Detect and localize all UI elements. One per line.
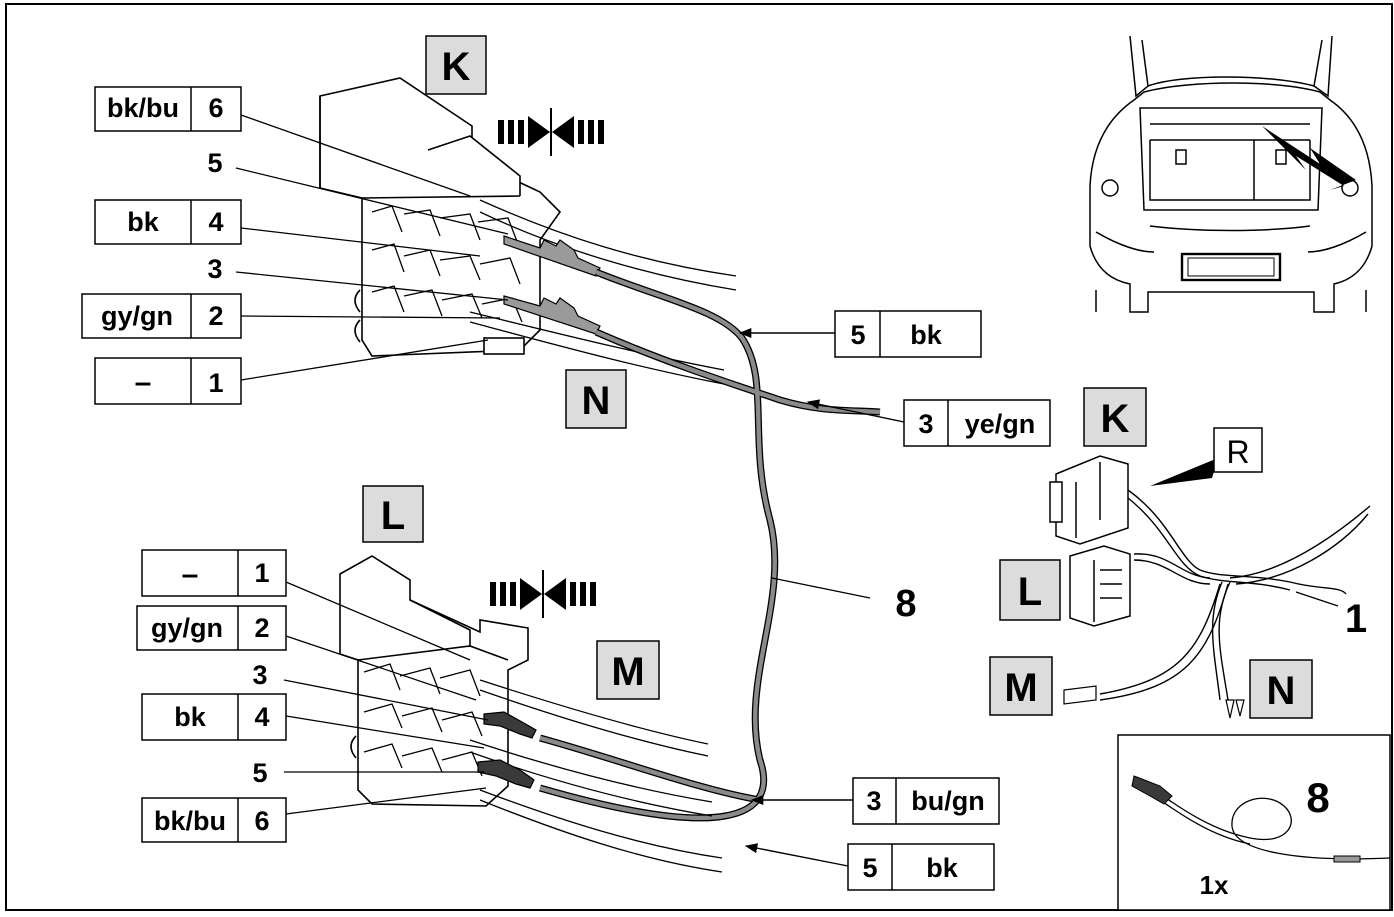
l-pin-2-callout: gy/gn 2: [136, 605, 477, 701]
letter-m-right: M: [1004, 666, 1037, 710]
l-pin-6-color: bk/bu: [154, 806, 226, 836]
car-rear-illustration: [1089, 35, 1373, 313]
l-callout-3-bu-gn: 3 bu/gn: [750, 777, 1000, 825]
k-callout-5-bk: 5 bk: [738, 310, 982, 358]
harness-terminals-n: [1225, 699, 1245, 719]
k-pin-6-number: 6: [208, 93, 223, 123]
k-pin-4-callout: bk 4: [94, 199, 481, 257]
l-pin-4-number: 4: [254, 702, 269, 732]
k-pin-2-number: 2: [208, 301, 223, 331]
letter-box-k-top: K: [425, 35, 487, 95]
k-callout-5-color: bk: [910, 320, 942, 350]
k-pin-3-number: 3: [207, 254, 222, 284]
harness-overview: [1099, 489, 1371, 701]
inset-number: 8: [1306, 774, 1329, 821]
l-callout-5-bk: 5 bk: [744, 843, 995, 891]
k-callout-3-ye-gn: 3 ye/gn: [806, 399, 1051, 447]
connector-k-wires: [469, 199, 737, 385]
letter-box-m-right: M: [989, 656, 1053, 716]
letter-box-n-top: N: [565, 369, 627, 429]
harness-plug-m: [1063, 685, 1097, 705]
l-callout-3-color: bu/gn: [911, 786, 984, 816]
l-pin-1-callout: – 1: [141, 549, 471, 661]
connector-l-terminals: [477, 711, 537, 789]
k-pin-1-callout: – 1: [94, 339, 489, 405]
letter-n-right: N: [1267, 669, 1296, 713]
cable-8-label: 8: [895, 583, 916, 625]
l-pin-1-number: 1: [254, 558, 269, 588]
l-pin-5-callout: 5: [252, 758, 484, 788]
socket-location-arrow: [1262, 126, 1356, 190]
l-pin-4-callout: bk 4: [141, 693, 485, 749]
letter-box-k-right: K: [1083, 387, 1147, 447]
letter-k-top: K: [442, 45, 471, 89]
l-pin-5-number: 5: [252, 758, 267, 788]
k-pin-5-callout: 5: [207, 148, 509, 235]
l-pin-4-color: bk: [174, 702, 206, 732]
l-pin-3-callout: 3: [252, 660, 489, 721]
letter-box-m-mid: M: [596, 640, 660, 700]
k-pin-6-callout: bk/bu 6: [94, 86, 471, 197]
letter-box-r-right: R: [1213, 427, 1263, 473]
letter-box-l-right: L: [999, 559, 1061, 621]
k-callout-3-number: 3: [918, 409, 933, 439]
l-pin-6-callout: bk/bu 6: [141, 787, 487, 843]
l-pin-2-number: 2: [254, 613, 269, 643]
k-pin-4-color: bk: [127, 207, 159, 237]
l-pin-6-number: 6: [254, 806, 269, 836]
l-pin-3-number: 3: [252, 660, 267, 690]
l-callout-3-number: 3: [866, 786, 881, 816]
letter-l-right: L: [1018, 570, 1042, 614]
harness-plug-k: [1049, 455, 1129, 545]
letter-box-n-right: N: [1249, 659, 1313, 719]
k-pin-1-number: 1: [208, 368, 223, 398]
k-callout-5-number: 5: [850, 320, 865, 350]
letter-m-mid: M: [611, 650, 644, 694]
k-pin-6-color: bk/bu: [107, 93, 179, 123]
outer-frame: [5, 3, 1393, 911]
letter-n-top: N: [582, 379, 611, 423]
connector-k-labels: bk/bu 6 5 bk 4 3 gy/gn 2: [81, 86, 509, 405]
inset-quantity: 1x: [1200, 870, 1229, 900]
cable-8-callout: 8: [771, 577, 917, 625]
connector-k-terminals: [503, 235, 601, 335]
letter-k-right: K: [1101, 397, 1130, 441]
inset-panel: 8 1x: [1117, 734, 1391, 911]
r-pointer-arrow: [1150, 458, 1218, 486]
letter-box-l-mid: L: [362, 485, 424, 543]
letter-l-mid: L: [381, 494, 405, 538]
k-pin-3-callout: 3: [207, 254, 509, 301]
k-callout-3-color: ye/gn: [965, 409, 1036, 439]
l-pin-1-color: –: [182, 558, 199, 591]
k-pin-4-number: 4: [208, 207, 223, 237]
harness-plug-l: [1069, 545, 1131, 627]
l-pin-2-color: gy/gn: [151, 613, 223, 643]
k-pin-1-color: –: [135, 366, 152, 399]
l-callout-5-number: 5: [862, 853, 877, 883]
letter-r-right: R: [1226, 434, 1249, 470]
harness-1-leader: [1295, 591, 1339, 607]
push-arrows-l: [490, 570, 596, 618]
k-pin-2-color: gy/gn: [101, 301, 173, 331]
k-pin-2-callout: gy/gn 2: [81, 293, 501, 339]
push-arrows-k: [498, 108, 604, 156]
connector-l-labels: – 1 gy/gn 2 3 bk 4 5 bk/b: [136, 549, 489, 843]
l-callout-5-color: bk: [926, 853, 958, 883]
harness-1-label: 1: [1345, 597, 1367, 641]
k-pin-5-number: 5: [207, 148, 222, 178]
